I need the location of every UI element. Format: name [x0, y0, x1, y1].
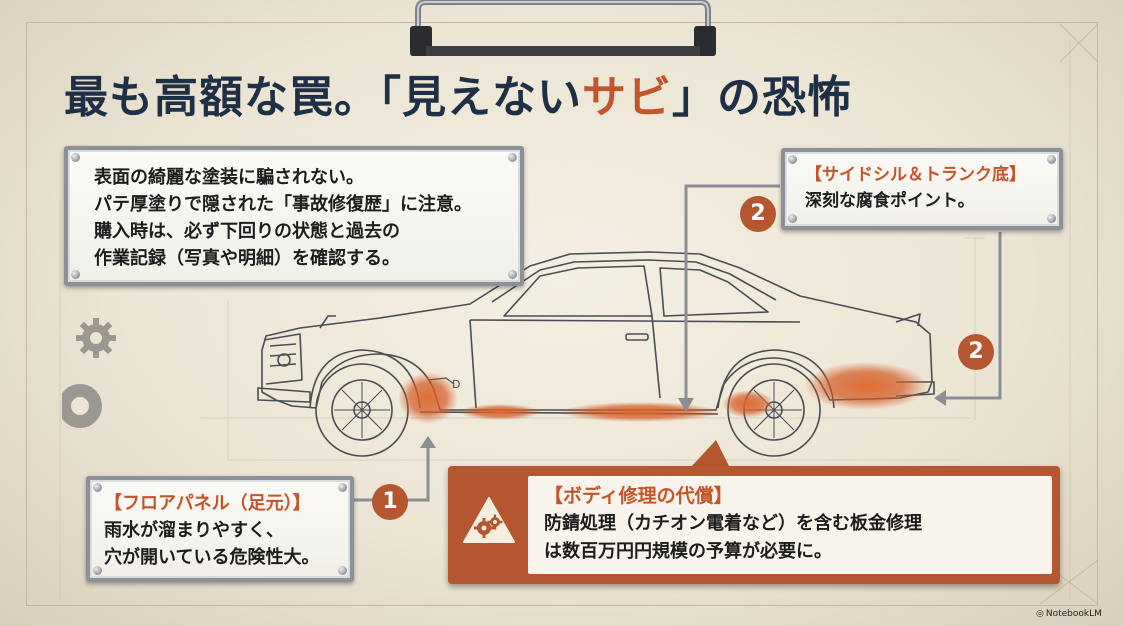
- body-repair-heading: 【ボディ修理の代償】: [544, 485, 733, 507]
- screw-icon: [93, 566, 102, 575]
- body-repair-panel: 【ボディ修理の代償】 防錆処理（カチオン電着など）を含む板金修理 は数百万円円規…: [448, 466, 1060, 584]
- marker-1-floor: 1: [372, 484, 408, 520]
- car-badge: D: [452, 378, 460, 391]
- floor-panel-note-plate: 【フロアパネル（足元）】 雨水が溜まりやすく、 穴が開いている危険性大。: [86, 476, 354, 582]
- main-note-plate: 表面の綺麗な塗装に騙されない。 パテ厚塗りで隠された「事故修復歴」に注意。 購入…: [64, 146, 524, 286]
- title-text: 最も高額な罠。「見えない: [64, 72, 582, 123]
- warning-gears-icon: [463, 497, 515, 543]
- screw-icon: [71, 270, 80, 279]
- screw-icon: [508, 270, 517, 279]
- main-note-line: パテ厚塗りで隠された「事故修復歴」に注意。: [94, 194, 472, 215]
- floor-note-heading: 【フロアパネル（足元）】: [104, 493, 311, 514]
- side-sill-note-plate: 【サイドシル＆トランク底】 深刻な腐食ポイント。: [781, 148, 1063, 230]
- page-title: 最も高額な罠。「見えないサビ」の恐怖: [64, 66, 1064, 130]
- floor-note-line: 雨水が溜まりやすく、: [104, 520, 284, 541]
- title-accent: サビ: [582, 72, 672, 123]
- main-note-line: 作業記録（写真や明細）を確認する。: [94, 248, 400, 269]
- title-text-end: 」の恐怖: [672, 72, 852, 123]
- screw-icon: [338, 483, 347, 492]
- gear-icon: [62, 318, 116, 428]
- side-note-text: 深刻な腐食ポイント。: [805, 191, 975, 211]
- rust-patch-floor: [398, 372, 458, 424]
- rust-patch-rear-arch: [722, 390, 774, 418]
- main-note-line: 購入時は、必ず下回りの状態と過去の: [94, 221, 400, 242]
- rust-patch-trunk: [804, 362, 928, 410]
- main-note-line: 表面の綺麗な塗装に騙されない。: [94, 167, 364, 188]
- screw-icon: [788, 155, 797, 164]
- blueprint-frame: [26, 22, 1098, 606]
- floor-note-line: 穴が開いている危険性大。: [104, 547, 320, 568]
- screw-icon: [1047, 214, 1056, 223]
- notebooklm-logo-text: NotebookLM: [1045, 609, 1102, 619]
- screw-icon: [338, 566, 347, 575]
- marker-2-sill: 2: [740, 196, 776, 232]
- notebooklm-logo: ◎NotebookLM: [1036, 606, 1120, 622]
- callout-pointer: [690, 440, 730, 468]
- screw-icon: [508, 153, 517, 162]
- screw-icon: [71, 153, 80, 162]
- body-repair-text-box: 【ボディ修理の代償】 防錆処理（カチオン電着など）を含む板金修理 は数百万円円規…: [528, 476, 1052, 574]
- screw-icon: [788, 214, 797, 223]
- screw-icon: [1047, 155, 1056, 164]
- marker-2-trunk: 2: [958, 334, 994, 370]
- rust-patch-sill-front: [460, 404, 540, 420]
- clipboard-clip: [410, 0, 716, 56]
- side-note-heading: 【サイドシル＆トランク底】: [805, 165, 1026, 185]
- notebooklm-icon: ◎: [1036, 609, 1044, 619]
- body-repair-line: は数百万円円規模の予算が必要に。: [544, 541, 832, 562]
- screw-icon: [93, 483, 102, 492]
- rust-patch-sill: [560, 402, 720, 422]
- body-repair-line: 防錆処理（カチオン電着など）を含む板金修理: [544, 513, 922, 534]
